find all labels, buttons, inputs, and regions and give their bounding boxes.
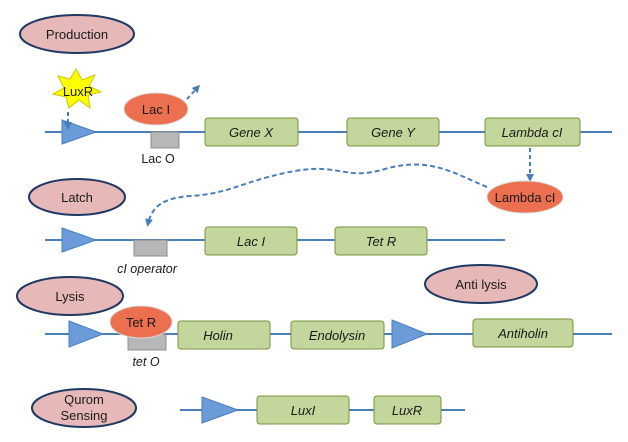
quorum-sensing-label-line2: Sensing [61,408,108,423]
gene-y: Gene Y [346,117,440,147]
lac-o-operator [150,131,180,149]
lysis-label: Lysis [55,289,85,304]
production-module: Production [19,14,135,54]
latch-promoter [61,227,98,253]
tet-o-label: tet O [132,355,159,369]
luxr-signal-label: LuxR [63,84,93,99]
lambda-ci-protein-label: Lambda cI [495,190,556,205]
anti-lysis-promoter [391,319,429,349]
lac-i-protein-label: Lac I [142,102,170,117]
quorum-sensing-ellipse [31,388,137,428]
gene-y-box [346,117,440,147]
production-label: Production [46,27,108,42]
lysis-module: Lysis [16,276,124,316]
holin-gene-label: Holin [203,328,233,343]
lac-i-protein-ellipse [123,92,189,126]
gene-x: Gene X [204,117,299,147]
lac-i-release-arrow [186,84,201,100]
lambda-ci-gene-label: Lambda cI [502,125,563,140]
lambda-ci-protein-ellipse [486,180,564,214]
tet-r-protein-ellipse [109,305,173,339]
latch-module: Latch [28,178,126,216]
gene-luxr: LuxR [373,395,442,425]
luxi-gene-box [256,395,350,425]
lac-i-gene-label: Lac I [237,234,266,249]
gene-y-label: Gene Y [371,125,416,140]
luxr-gene-box [373,395,442,425]
endolysin-gene-label: Endolysin [309,328,365,343]
gene-lambda-ci: Lambda cI [484,117,581,147]
luxr-star-shape [51,67,103,110]
production-promoter [61,119,98,145]
tet-r-gene-label: Tet R [366,234,397,249]
lambda-ci-repression-arrow [145,163,488,227]
gene-endolysin: Endolysin [290,320,385,350]
quorum-sensing-module: Qurom Sensing [31,388,137,428]
anti-lysis-label: Anti lysis [455,277,507,292]
tet-r-protein-label: Tet R [126,315,156,330]
ci-operator-label: cI operator [117,262,178,276]
lambda-ci-gene-box [484,117,581,147]
lysis-promoter [68,320,105,348]
gene-luxi: LuxI [256,395,350,425]
latch-ellipse [28,178,126,216]
lac-i-protein: Lac I [123,92,189,126]
quorum-sensing-label-line1: Qurom [64,392,104,407]
latch-label: Latch [61,190,93,205]
lac-i-gene-box [204,226,298,256]
lac-o-label: Lac O [141,152,175,166]
gene-holin: Holin [177,320,271,350]
gene-x-box [204,117,299,147]
production-ellipse [19,14,135,54]
lysis-ellipse [16,276,124,316]
luxi-gene-label: LuxI [291,403,316,418]
holin-gene-box [177,320,271,350]
gene-x-label: Gene X [229,125,274,140]
luxr-signal: LuxR [51,67,103,110]
luxr-gene-label: LuxR [392,403,422,418]
lambda-ci-protein: Lambda cI [486,180,564,214]
tet-r-protein: Tet R [109,305,173,339]
ci-operator [133,239,168,257]
anti-lysis-ellipse [424,264,538,304]
gene-lac-i: Lac I [204,226,298,256]
gene-antiholin: Antiholin [472,318,574,348]
tet-r-gene-box [334,226,428,256]
anti-lysis-module: Anti lysis [424,264,538,304]
endolysin-gene-box [290,320,385,350]
gene-tet-r: Tet R [334,226,428,256]
quorum-promoter [201,396,240,424]
antiholin-gene-label: Antiholin [497,326,548,341]
antiholin-gene-box [472,318,574,348]
